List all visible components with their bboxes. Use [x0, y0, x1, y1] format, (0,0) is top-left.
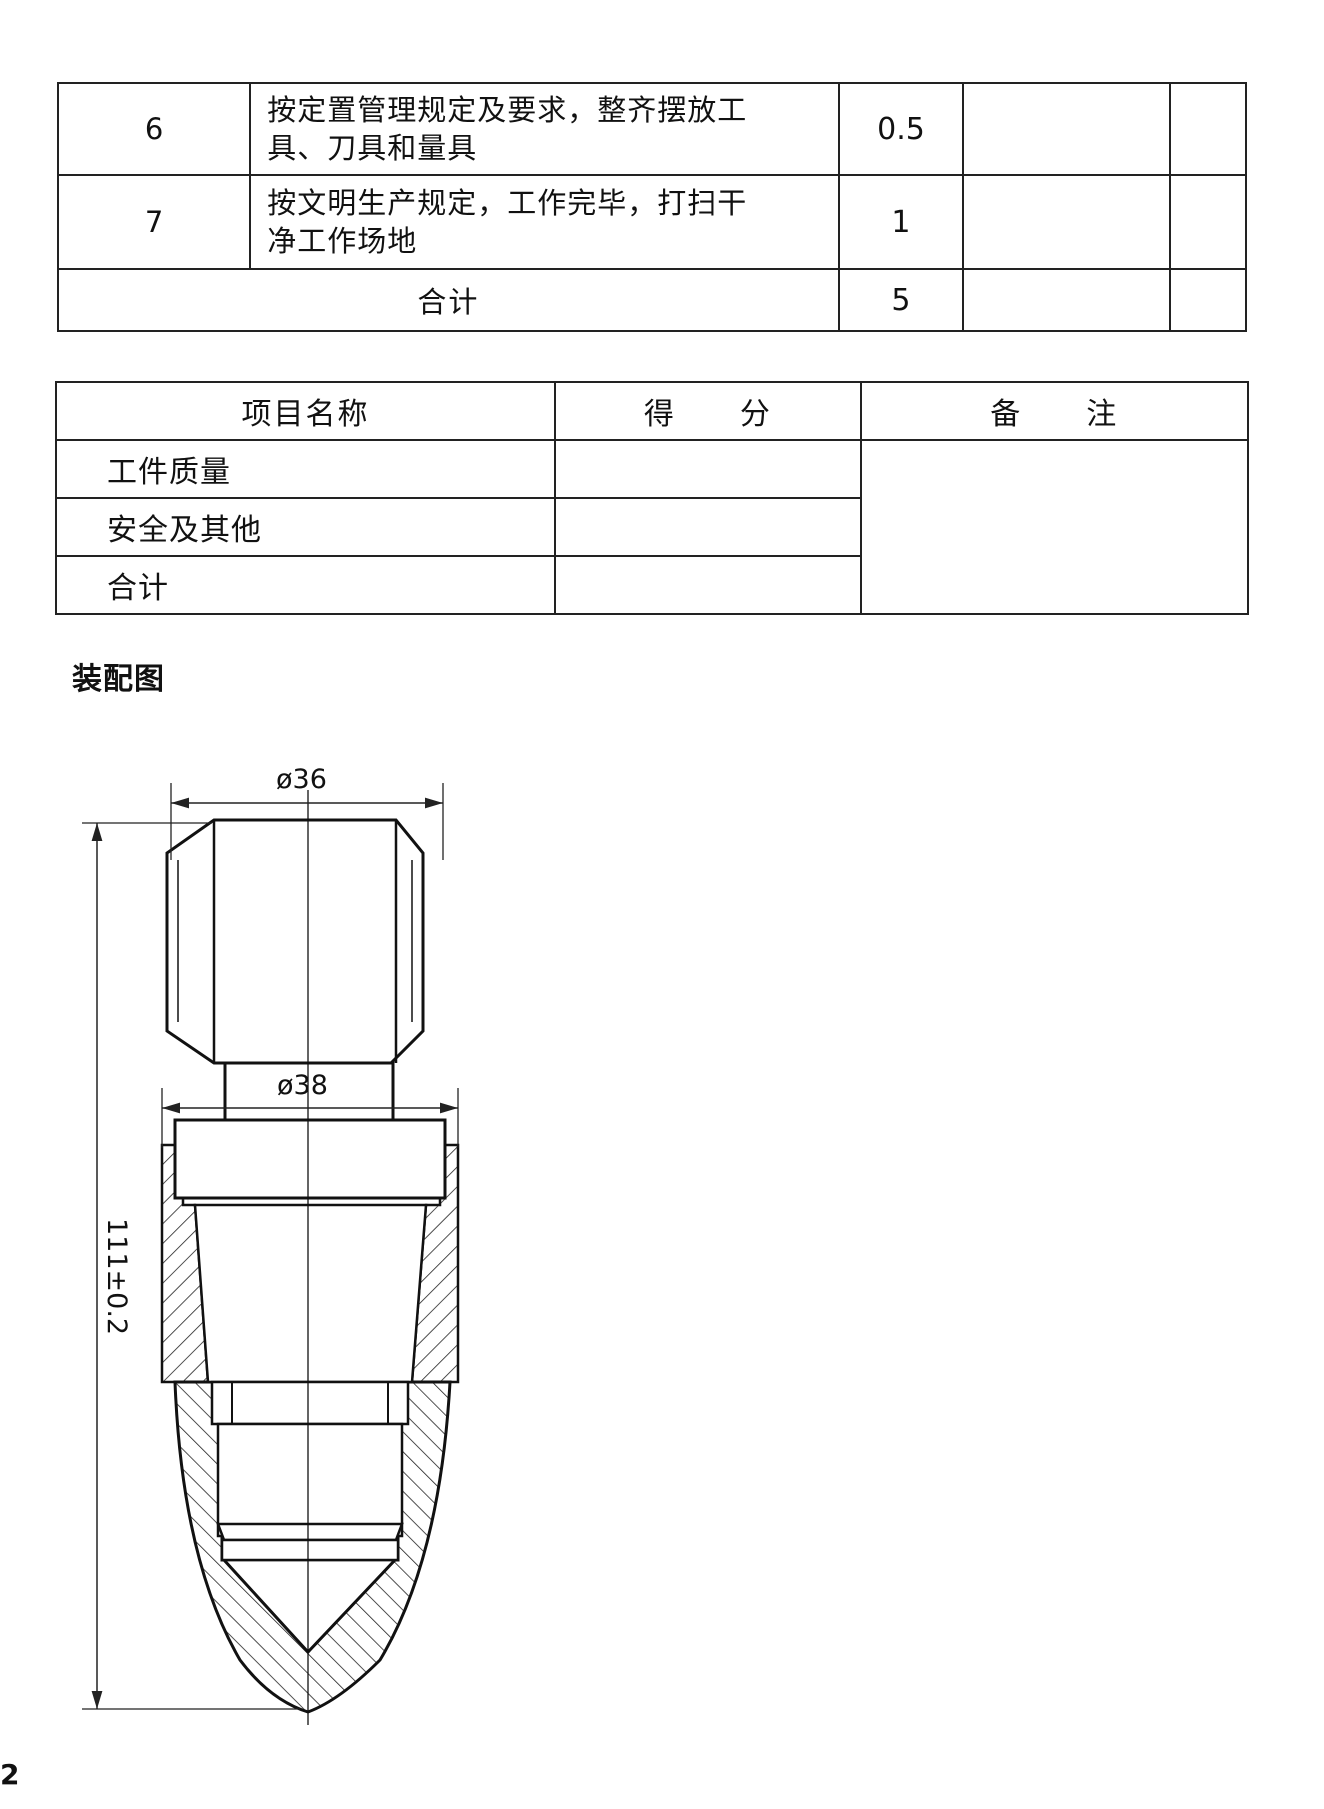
page-number: 2 — [0, 1758, 20, 1791]
header-row: 项目名称 得 分 备 注 — [54, 381, 1250, 441]
empty-cell — [1169, 174, 1247, 270]
score-cell — [554, 439, 862, 499]
description-line: 净工作场地 — [267, 224, 418, 258]
score-cell — [554, 555, 862, 615]
empty-cell — [1169, 268, 1247, 332]
empty-cell — [962, 174, 1172, 270]
table-row: 合计 — [54, 555, 1248, 615]
section-title: 装配图 — [72, 662, 165, 697]
assembly-drawing: ø36 ø38 111±0.2 — [82, 764, 460, 1725]
header-remarks: 备 注 — [859, 381, 1250, 441]
dim-top-diameter: ø36 — [276, 764, 327, 795]
cone-core — [193, 1203, 428, 1384]
row-number: 7 — [56, 174, 252, 270]
collar — [173, 1118, 447, 1200]
row-description: 按定置管理规定及要求，整齐摆放工 具、刀具和量具 — [249, 82, 840, 176]
empty-cell — [962, 82, 1172, 176]
thread-block — [210, 1380, 410, 1426]
thread-block — [220, 1538, 400, 1562]
remarks-cell — [859, 439, 1250, 615]
row-description: 按文明生产规定，工作完毕，打扫干 净工作场地 — [249, 174, 840, 270]
table-row: 6 按定置管理规定及要求，整齐摆放工 具、刀具和量具 0.5 — [56, 82, 1247, 176]
description-line: 按定置管理规定及要求，整齐摆放工 — [267, 92, 748, 127]
description-line: 具、刀具和量具 — [267, 131, 478, 165]
row-score: 1 — [837, 174, 965, 270]
item-name: 安全及其他 — [54, 497, 557, 557]
item-name: 合计 — [54, 555, 557, 615]
row-number: 6 — [56, 82, 252, 176]
empty-cell — [1169, 82, 1247, 176]
description-line: 按文明生产规定，工作完毕，打扫干 — [267, 185, 748, 220]
table-row: 安全及其他 — [54, 497, 1248, 557]
header-item-name: 项目名称 — [54, 381, 557, 441]
table-row: 7 按文明生产规定，工作完毕，打扫干 净工作场地 1 — [56, 174, 1247, 270]
item-name: 工件质量 — [54, 439, 557, 499]
summary-table: 项目名称 得 分 备 注 工件质量 安全及其他 合计 — [54, 381, 1250, 615]
empty-cell — [962, 268, 1172, 332]
total-label: 合计 — [57, 268, 840, 332]
chamfer-band — [216, 1522, 404, 1542]
row-score: 0.5 — [837, 82, 965, 176]
total-score: 5 — [837, 268, 965, 332]
dim-mid-diameter: ø38 — [277, 1070, 328, 1101]
criteria-table: 6 按定置管理规定及要求，整齐摆放工 具、刀具和量具 0.5 7 按文明生产规定… — [56, 82, 1247, 332]
nut-head — [165, 818, 425, 1065]
table-row: 工件质量 — [54, 439, 1250, 615]
header-score: 得 分 — [554, 381, 862, 441]
bullet-hatch — [173, 1380, 452, 1714]
dim-overall-length: 111±0.2 — [101, 1218, 132, 1335]
score-cell — [554, 497, 862, 557]
table-row-total: 合计 5 — [57, 268, 1247, 332]
thread-block — [216, 1422, 404, 1538]
